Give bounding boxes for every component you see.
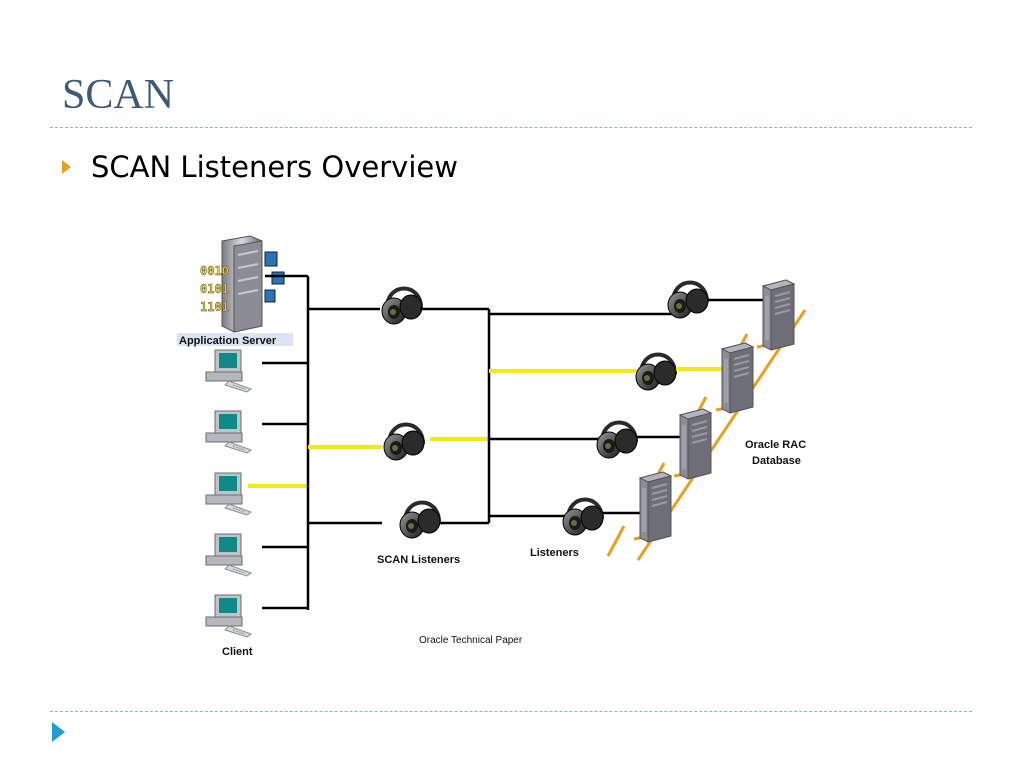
listeners-label: Listeners [530, 547, 579, 559]
scan-listener-icon [382, 422, 426, 462]
client-connections [248, 274, 310, 610]
slide-title: SCAN [62, 72, 175, 118]
binary-line-1: 0010 [200, 264, 229, 278]
client-label: Client [222, 646, 253, 658]
client-computer-icon [205, 410, 252, 454]
node-listener-icon [595, 420, 639, 460]
client-computer-icon [205, 472, 252, 516]
bullet-arrow-icon [62, 160, 71, 174]
node-listener-icon [561, 497, 605, 537]
scan-listener-icon [398, 500, 442, 540]
binary-line-2: 0101 [200, 282, 229, 296]
footer-arrow-icon [52, 722, 65, 742]
application-server-icon [221, 235, 285, 333]
scan-listener-links [308, 307, 382, 525]
client-computer-icon [205, 533, 252, 577]
bullet-item: SCAN Listeners Overview [62, 150, 458, 184]
listener-bus [420, 307, 491, 525]
scan-listener-icon [380, 286, 424, 326]
title-divider [50, 127, 972, 128]
rac-label-line-2: Database [752, 455, 801, 467]
node-listener-icon [634, 352, 678, 392]
client-computer-icon [205, 594, 252, 638]
footer-divider [50, 711, 972, 712]
node-listener-links [489, 312, 672, 518]
scan-listeners-label: SCAN Listeners [377, 554, 460, 566]
source-caption: Oracle Technical Paper [419, 635, 523, 646]
client-computer-icon [205, 349, 252, 393]
binary-line-3: 1101 [200, 300, 229, 314]
node-listener-icon [666, 280, 710, 320]
rac-label-line-1: Oracle RAC [745, 439, 806, 451]
bullet-text: SCAN Listeners Overview [91, 150, 458, 184]
binary-digits: 0010 0101 1101 [200, 264, 229, 314]
db-node-links [603, 298, 764, 515]
app-server-label: Application Server [179, 335, 277, 347]
